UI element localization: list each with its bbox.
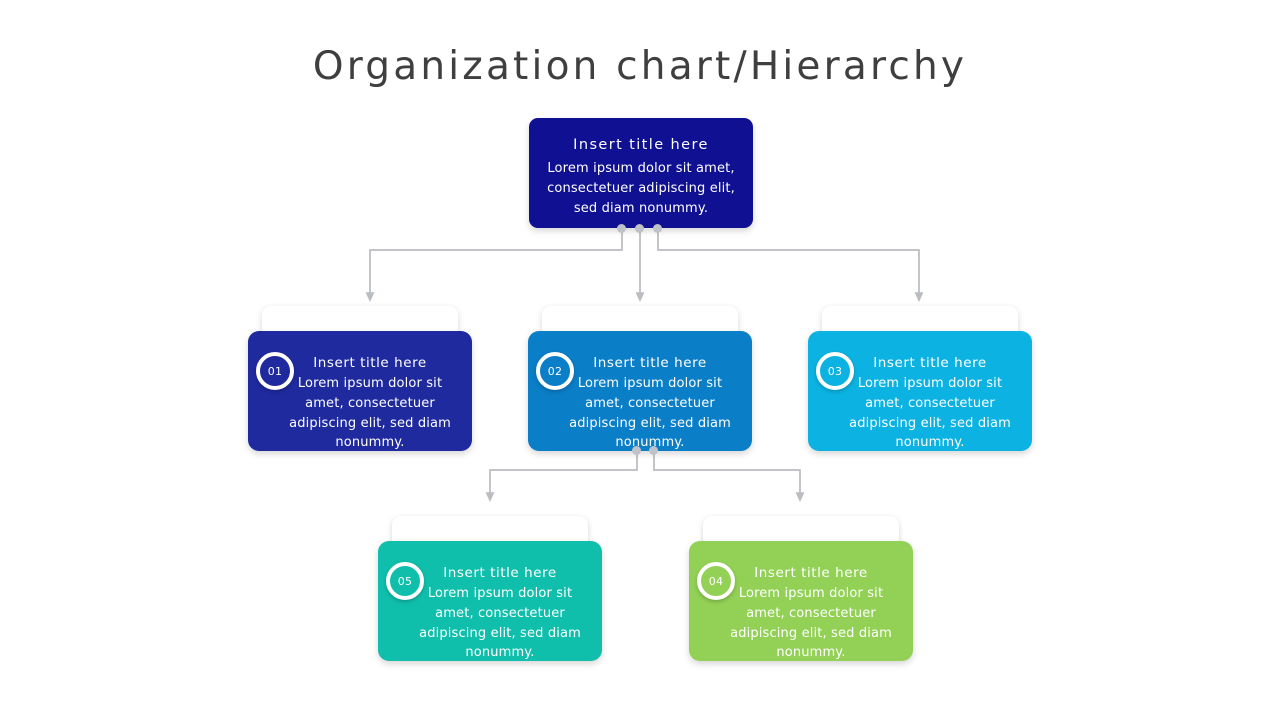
connector-dot — [653, 224, 662, 233]
node-02-card[interactable]: Insert title here Lorem ipsum dolor sit … — [528, 331, 752, 451]
node-03-body: Lorem ipsum dolor sit amet, consectetuer… — [849, 376, 1011, 451]
node-02[interactable]: Insert title here Lorem ipsum dolor sit … — [528, 306, 752, 455]
node-root-content: Insert title here Lorem ipsum dolor sit … — [529, 118, 753, 219]
node-04-number-badge: 04 — [697, 562, 735, 600]
node-05-surface — [378, 541, 602, 661]
edge-02-to-04 — [653, 454, 805, 503]
node-04-surface — [689, 541, 913, 661]
node-04-content: Insert title here Lorem ipsum dolor sit … — [689, 541, 913, 663]
node-04-body: Lorem ipsum dolor sit amet, consectetuer… — [730, 586, 892, 661]
node-root-card[interactable]: Insert title here Lorem ipsum dolor sit … — [529, 118, 753, 228]
node-03-content: Insert title here Lorem ipsum dolor sit … — [808, 331, 1032, 453]
connector-dot — [649, 446, 658, 455]
node-02-body: Lorem ipsum dolor sit amet, consectetuer… — [569, 376, 731, 451]
connector-dot — [632, 446, 641, 455]
edge-root-to-03 — [657, 232, 924, 303]
node-02-title: Insert title here — [593, 355, 707, 371]
node-05-body: Lorem ipsum dolor sit amet, consectetuer… — [419, 586, 581, 661]
node-03-title: Insert title here — [873, 355, 987, 371]
node-root-body: Lorem ipsum dolor sit amet, consectetuer… — [547, 161, 735, 216]
node-02-number-badge: 02 — [536, 352, 574, 390]
node-04-card[interactable]: Insert title here Lorem ipsum dolor sit … — [689, 541, 913, 661]
node-03[interactable]: Insert title here Lorem ipsum dolor sit … — [808, 306, 1032, 451]
edge-02-to-05 — [485, 454, 638, 503]
node-root[interactable]: Insert title here Lorem ipsum dolor sit … — [529, 118, 753, 233]
node-03-card[interactable]: Insert title here Lorem ipsum dolor sit … — [808, 331, 1032, 451]
node-01-title: Insert title here — [313, 355, 427, 371]
node-01-card[interactable]: Insert title here Lorem ipsum dolor sit … — [248, 331, 472, 451]
node-01-number-badge: 01 — [256, 352, 294, 390]
node-04[interactable]: Insert title here Lorem ipsum dolor sit … — [689, 516, 913, 661]
node-03-surface — [808, 331, 1032, 451]
node-root-title: Insert title here — [573, 137, 709, 153]
connector-dot — [635, 224, 644, 233]
node-03-number-badge: 03 — [816, 352, 854, 390]
page-title: Organization chart/Hierarchy — [312, 44, 968, 89]
node-05-content: Insert title here Lorem ipsum dolor sit … — [378, 541, 602, 663]
node-root-surface — [529, 118, 753, 228]
node-01-body: Lorem ipsum dolor sit amet, consectetuer… — [289, 376, 451, 451]
node-01-surface — [248, 331, 472, 451]
node-05-number-badge: 05 — [386, 562, 424, 600]
connector-dot — [617, 224, 626, 233]
node-01[interactable]: Insert title here Lorem ipsum dolor sit … — [248, 306, 472, 451]
node-05-title: Insert title here — [443, 565, 557, 581]
node-02-content: Insert title here Lorem ipsum dolor sit … — [528, 331, 752, 453]
node-02-surface — [528, 331, 752, 451]
node-04-title: Insert title here — [754, 565, 868, 581]
node-05-card[interactable]: Insert title here Lorem ipsum dolor sit … — [378, 541, 602, 661]
node-05[interactable]: Insert title here Lorem ipsum dolor sit … — [378, 516, 602, 661]
node-01-content: Insert title here Lorem ipsum dolor sit … — [248, 331, 472, 453]
edge-root-to-01 — [365, 232, 623, 303]
